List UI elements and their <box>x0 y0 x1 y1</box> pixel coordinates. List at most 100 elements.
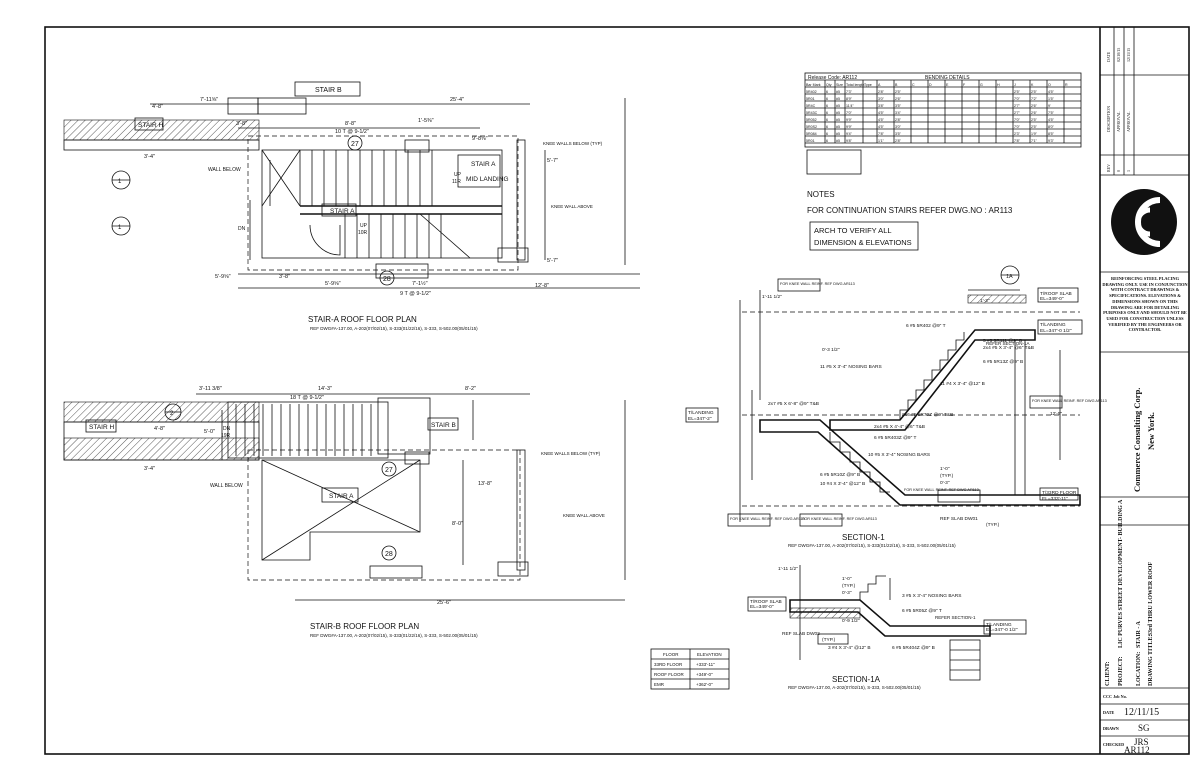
rev-row-1-num: 0 <box>1116 170 1121 172</box>
ref-slab-label: REF SLAB DW01 <box>940 516 978 522</box>
bending-cell: 2'7" <box>1014 104 1021 108</box>
stair-a-label: STAIR A <box>330 208 355 215</box>
bending-cell: 5R084 <box>806 132 817 136</box>
t-33rd-floor: T/33RD FLOOR <box>1042 490 1077 496</box>
bending-cell: #5 <box>836 104 840 108</box>
elev-row-1-value: +333'-11" <box>696 662 715 667</box>
bending-cell: 1'1" <box>878 139 885 143</box>
dim-typ-s1: (TYP.) <box>940 473 954 479</box>
dn-label-b: DN <box>223 426 231 432</box>
job-no-label: CCC Job No. <box>1103 694 1127 699</box>
drawn-label: DRAWN <box>1103 726 1119 731</box>
el-landing-left: EL=347'-2" <box>688 416 712 422</box>
rev-row-1-date: 02/10/15 <box>1116 48 1121 62</box>
bending-cell: 1'9" <box>1031 132 1038 136</box>
bending-cell: 2'8" <box>895 118 902 122</box>
bending-cell: 8'0" <box>1048 125 1055 129</box>
s1a-5r404z: 6 #5 5R404Z @9" B <box>892 645 935 651</box>
dim-25-6: 25'-6" <box>437 600 451 606</box>
bending-cell: 8'5" <box>1048 132 1055 136</box>
elev-row-2-floor: ROOF FLOOR <box>654 672 685 677</box>
wall-below-label-b: WALL BELOW <box>210 483 243 489</box>
dn-label: DN <box>238 226 246 232</box>
bending-cell: 4'5" <box>878 125 885 129</box>
bending-details-table <box>804 72 1082 175</box>
up-11r: UP <box>454 172 462 178</box>
bending-cell: 4'5" <box>878 118 885 122</box>
bending-cell: 7'1" <box>1031 139 1038 143</box>
bending-cell: #5 <box>836 90 840 94</box>
dim-12-8: 12'-8" <box>535 283 549 289</box>
section-1-drawing <box>685 265 1083 527</box>
stair-h-label-b: STAIR H <box>89 424 114 431</box>
bending-header-cell: G <box>980 83 983 87</box>
dim-3-8: 3'-8" <box>236 121 247 127</box>
bending-header-cell: J <box>1014 83 1016 87</box>
dim-3-4-b: 3'-4" <box>144 466 155 472</box>
bending-header-cell: O <box>1048 83 1051 87</box>
checked-value: JRS <box>1134 737 1149 747</box>
stair-b-label-box <box>294 81 361 97</box>
bending-cell: 2'8" <box>895 139 902 143</box>
grid-1a-label: 1 <box>118 179 122 185</box>
bending-cell: #5 <box>836 118 840 122</box>
dim-3-4: 3'-4" <box>144 154 155 160</box>
dim-1-3: 1'-3" <box>980 298 990 304</box>
stair-h-label: STAIR H <box>138 122 163 129</box>
elev-row-1-floor: 33RD FLOOR <box>654 662 683 667</box>
bending-cell: 4'5" <box>878 111 885 115</box>
t-roof-slab: T/ROOF SLAB <box>1040 291 1072 297</box>
bending-details-title: BENDING DETAILS <box>925 75 970 81</box>
elev-row-3-floor: EMR <box>654 682 665 687</box>
elev-h-elevation: ELEVATION <box>697 652 722 657</box>
for-knee-wall-2: FOR KNEE WALL REINF. REF DWG AR113 <box>1032 399 1107 403</box>
dim-8-2: 8'-2" <box>465 386 476 392</box>
elev-row-2-value: +349'-0" <box>696 672 713 677</box>
gridline-tag-28 <box>379 270 395 286</box>
title-block <box>1099 27 1189 754</box>
callout-5r13z: 6 #5 5R13Z @9" B <box>983 359 1023 365</box>
bending-cell: 3'0" <box>878 97 885 101</box>
bending-cell: 11'4" <box>846 104 854 108</box>
plan-a-ref: REF DWG#A-137.00, A-202(07/02/15), S-333… <box>310 326 478 331</box>
bending-cell: #5 <box>836 97 840 101</box>
stair-b-label-b: STAIR B <box>431 422 456 429</box>
dim-8-0: 8'-0" <box>452 521 463 527</box>
company-logo <box>1111 189 1177 255</box>
r-11r: 11R <box>452 179 461 185</box>
bending-cell: 7'0" <box>1014 118 1021 122</box>
drawing-title-value: 33rd THRU LOWER ROOF <box>1148 562 1154 636</box>
s1a-el-roof: EL=349'-0" <box>750 604 774 610</box>
bending-cell: 5R43C <box>806 111 818 115</box>
bending-cell: 9' <box>1048 104 1051 108</box>
mid-landing-label: MID LANDING <box>466 176 509 183</box>
s1a-dim-0-3: 0'-3" <box>842 590 852 596</box>
bending-cell: 5R01 <box>806 97 815 101</box>
dim-5-7b: 5'-7" <box>547 258 558 264</box>
bending-cell: 2'5" <box>1031 125 1038 129</box>
bending-cell: 2'5" <box>1031 118 1038 122</box>
s1a-typ: (TYP.) <box>822 637 836 643</box>
bending-cell: 6 <box>826 104 828 108</box>
s1a-3-4: 3 #4 X 3'-4" @12" B <box>828 645 871 651</box>
bending-cell: 7'0" <box>846 111 853 115</box>
bending-cell: 9'4" <box>846 132 853 136</box>
bending-cell: 5R0S2 <box>806 125 817 129</box>
s1a-el-landing: EL=347'-0 1/2" <box>986 627 1018 633</box>
bending-cell: 2'6" <box>1031 111 1038 115</box>
dim-9t: 9 T @ 9-1/2" <box>400 291 431 297</box>
bending-cell: 3'8" <box>878 104 885 108</box>
gridline-tag-28b <box>381 545 397 561</box>
bending-cell: 5R402 <box>806 90 817 94</box>
bending-cell: 4'5" <box>1048 90 1055 94</box>
bending-cell: 3'5" <box>895 132 902 136</box>
dim-9-8: 9'-8⅝" <box>472 136 488 142</box>
el-roof-slab: EL=349'-0" <box>1040 296 1064 302</box>
t-landing-right: T/LANDING <box>1040 322 1066 328</box>
stair-b-plan <box>63 393 626 601</box>
el-33rd-floor: EL=333'-11" <box>1042 496 1068 502</box>
bending-header-cell: Type <box>864 83 872 87</box>
bending-cell: 1'5" <box>1048 97 1055 101</box>
bending-cell: 5R4C <box>806 104 816 108</box>
rev-row-1-desc: APPROVAL <box>1116 111 1121 132</box>
